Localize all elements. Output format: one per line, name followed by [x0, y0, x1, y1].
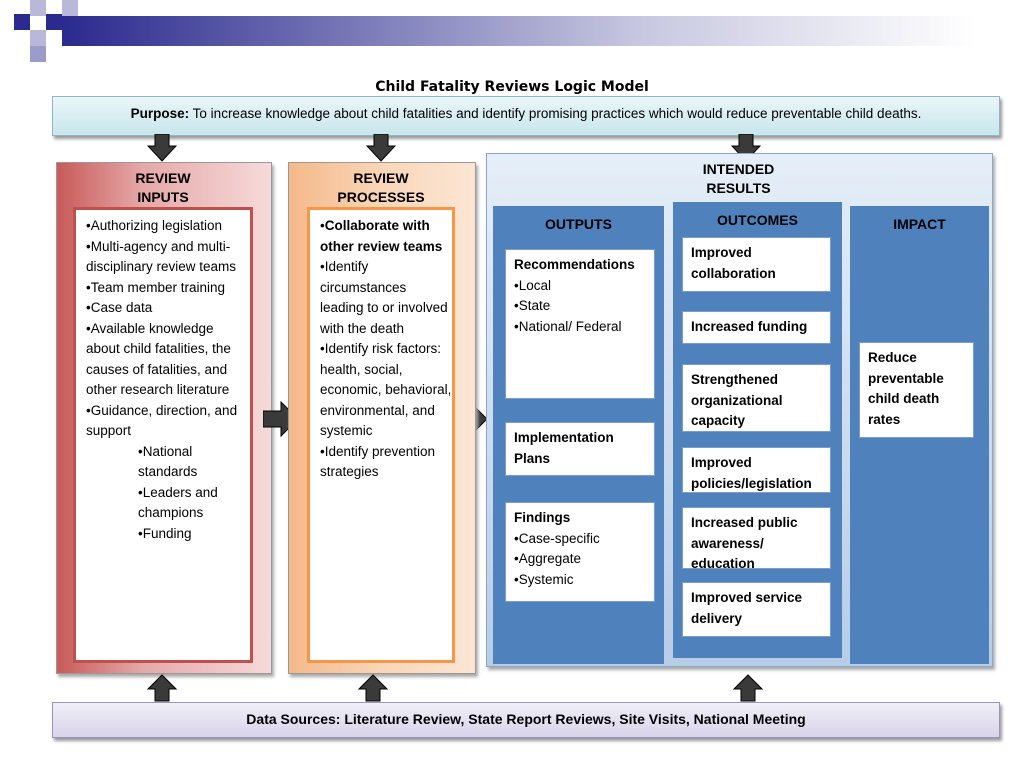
outcomes-heading: OUTCOMES: [717, 212, 798, 228]
review-processes-list: •Collaborate with other review teams •Id…: [307, 207, 455, 663]
corner-square-5: [62, 0, 78, 16]
corner-square-4: [30, 30, 46, 46]
list-item: •Systemic: [514, 571, 574, 587]
outcome-box: Improved collaboration: [682, 237, 831, 292]
heading-line: REVIEW: [135, 170, 191, 186]
bold-item-text: Collaborate with other review teams: [320, 218, 443, 254]
list-item: •Case data: [86, 300, 153, 315]
list-item: •Identify prevention strategies: [320, 443, 436, 480]
arrow-down-icon: [366, 134, 396, 162]
purpose-text: To increase knowledge about child fatali…: [192, 106, 922, 121]
outputs-heading: OUTPUTS: [545, 216, 612, 232]
header-gradient-bar: [62, 16, 1024, 46]
arrow-up-icon: [147, 674, 177, 702]
list-item: •State: [514, 298, 551, 313]
list-item: •Team member training: [86, 279, 226, 295]
list-item: •Collaborate with other review teams: [320, 216, 452, 257]
impact-heading: IMPACT: [893, 216, 946, 232]
heading-line: REVIEW: [353, 170, 409, 186]
list-item: •Authorizing legislation: [86, 218, 223, 233]
outcome-box: Strengthened organizational capacity: [682, 364, 831, 432]
impact-box: Reduce preventable child death rates: [859, 342, 974, 438]
recommendations-box: Recommendations •Local •State •National/…: [505, 249, 655, 399]
list-item: •Multi-agency and multi-disciplinary rev…: [86, 238, 237, 275]
heading-line: INTENDED: [702, 161, 775, 177]
outcome-box: Increased funding: [682, 311, 831, 344]
corner-square-1: [14, 14, 30, 30]
arrow-up-icon: [358, 674, 388, 702]
review-inputs-heading: REVIEW INPUTS: [56, 169, 270, 207]
intended-results-heading: INTENDED RESULTS: [486, 160, 991, 198]
purpose-banner: Purpose: To increase knowledge about chi…: [52, 96, 1000, 136]
bullet: •: [320, 218, 325, 233]
arrow-down-icon: [147, 134, 177, 162]
list-item: •Identify risk factors: health, social, …: [320, 341, 452, 438]
review-inputs-list: •Authorizing legislation •Multi-agency a…: [73, 207, 253, 663]
arrow-up-icon: [733, 674, 763, 702]
list-item: •Guidance, direction, and support: [86, 402, 238, 439]
list-item: •Available knowledge about child fatalit…: [86, 320, 231, 398]
corner-square-3: [46, 14, 62, 30]
list-item: •Local: [514, 277, 551, 293]
outcome-box: Increased public awareness/ education: [682, 507, 831, 571]
list-item: •Case-specific: [514, 530, 600, 546]
recommendations-title: Recommendations: [514, 257, 635, 272]
list-item: •Identify circumstances leading to or in…: [320, 259, 448, 336]
heading-line: INPUTS: [137, 189, 189, 205]
list-item: •Aggregate: [514, 551, 582, 566]
outcome-box: Improved service delivery: [682, 582, 831, 637]
implementation-plans-box: Implementation Plans: [505, 422, 655, 476]
sub-list-item: •Funding: [138, 525, 192, 541]
heading-line: RESULTS: [706, 180, 771, 196]
sub-list-item: •National standards: [138, 443, 198, 480]
outcome-box: Improved policies/legislation: [682, 447, 831, 493]
heading-line: PROCESSES: [337, 189, 425, 205]
data-sources-banner: Data Sources: Literature Review, State R…: [52, 702, 1000, 738]
findings-box: Findings •Case-specific •Aggregate •Syst…: [505, 502, 655, 602]
purpose-label: Purpose:: [130, 106, 190, 121]
diagram-title: Child Fatality Reviews Logic Model: [375, 79, 649, 95]
list-item: •National/ Federal: [514, 318, 622, 334]
sub-list-item: •Leaders and champions: [138, 484, 218, 521]
corner-square-2: [30, 0, 46, 16]
findings-title: Findings: [514, 510, 571, 525]
review-processes-heading: REVIEW PROCESSES: [288, 169, 474, 207]
corner-square-6: [30, 46, 46, 62]
